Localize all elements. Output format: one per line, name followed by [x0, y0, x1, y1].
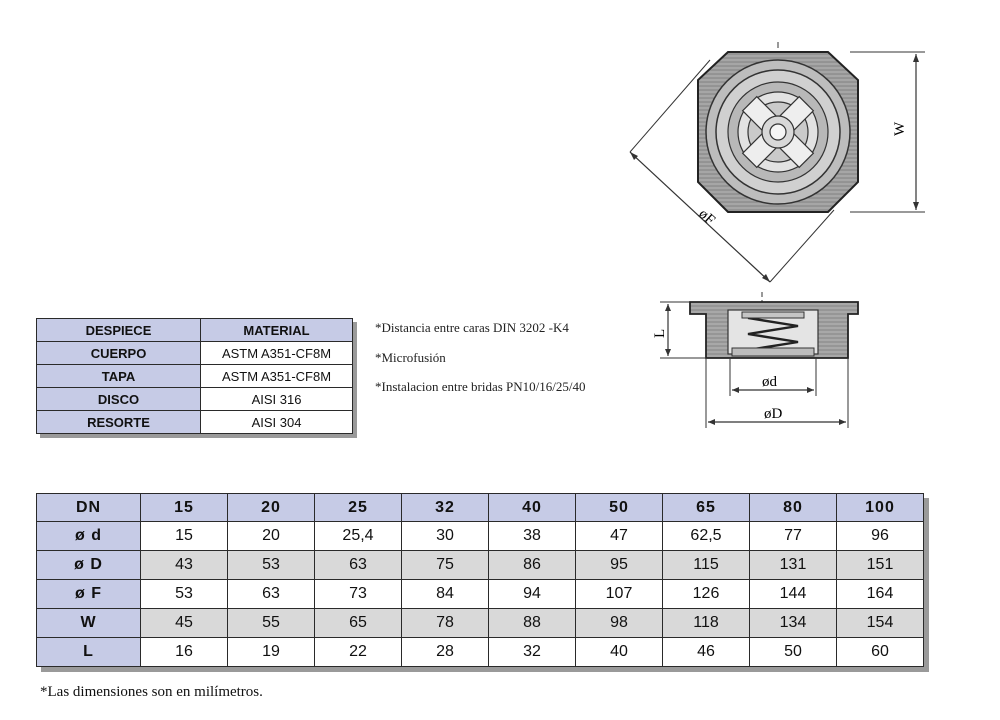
table-cell: 62,5 [662, 521, 750, 551]
table-cell: 30 [401, 521, 489, 551]
dimension-row: ø d 15 20 25,4 30 38 47 62,5 77 96 [36, 521, 924, 551]
dn-size: 65 [662, 493, 750, 522]
dn-size: 15 [140, 493, 228, 522]
part-name: TAPA [36, 364, 201, 388]
table-cell: 50 [749, 637, 837, 667]
dimension-row: L 16 19 22 28 32 40 46 50 60 [36, 637, 924, 667]
spec-notes: *Distancia entre caras DIN 3202 -K4 *Mic… [375, 320, 586, 409]
table-cell: 75 [401, 550, 489, 580]
table-cell: 88 [488, 608, 576, 638]
part-name: RESORTE [36, 410, 201, 434]
part-name: CUERPO [36, 341, 201, 365]
table-cell: 25,4 [314, 521, 402, 551]
table-cell: 65 [314, 608, 402, 638]
table-cell: 96 [836, 521, 924, 551]
part-name: DISCO [36, 387, 201, 411]
dn-size: 50 [575, 493, 663, 522]
parts-row: TAPA ASTM A351-CF8M [36, 364, 353, 388]
side-l-label: L [652, 329, 668, 338]
row-label: ø F [36, 579, 141, 609]
table-cell: 20 [227, 521, 315, 551]
parts-row: DISCO AISI 316 [36, 387, 353, 411]
table-cell: 46 [662, 637, 750, 667]
row-label: ø d [36, 521, 141, 551]
table-cell: 95 [575, 550, 663, 580]
row-label: ø D [36, 550, 141, 580]
dimension-row: ø F 53 63 73 84 94 107 126 144 164 [36, 579, 924, 609]
units-footnote: *Las dimensiones son en milímetros. [40, 684, 263, 700]
parts-table-header: DESPIECE MATERIAL [36, 318, 353, 342]
note-line: *Instalacion entre bridas PN10/16/25/40 [375, 379, 586, 394]
table-cell: 63 [314, 550, 402, 580]
table-cell: 134 [749, 608, 837, 638]
table-cell: 63 [227, 579, 315, 609]
table-cell: 16 [140, 637, 228, 667]
valve-side-view-drawing: L ød øD [652, 292, 859, 428]
table-cell: 144 [749, 579, 837, 609]
dimension-table: DN 15 20 25 32 40 50 65 80 100 ø d 15 20… [36, 493, 924, 667]
dimension-table-header: DN 15 20 25 32 40 50 65 80 100 [36, 493, 924, 522]
valve-top-view-drawing: W øF [629, 42, 925, 283]
table-cell: 19 [227, 637, 315, 667]
table-cell: 107 [575, 579, 663, 609]
table-cell: 77 [749, 521, 837, 551]
table-cell: 98 [575, 608, 663, 638]
parts-header-part: DESPIECE [36, 318, 201, 342]
dn-size: 25 [314, 493, 402, 522]
table-cell: 126 [662, 579, 750, 609]
part-material: AISI 304 [200, 410, 353, 434]
table-cell: 151 [836, 550, 924, 580]
table-cell: 94 [488, 579, 576, 609]
table-cell: 164 [836, 579, 924, 609]
part-material: AISI 316 [200, 387, 353, 411]
dimension-row: ø D 43 53 63 75 86 95 115 131 151 [36, 550, 924, 580]
table-cell: 55 [227, 608, 315, 638]
table-cell: 154 [836, 608, 924, 638]
table-cell: 53 [140, 579, 228, 609]
table-cell: 43 [140, 550, 228, 580]
side-d-small-label: ød [762, 374, 778, 390]
table-cell: 60 [836, 637, 924, 667]
dn-size: 40 [488, 493, 576, 522]
dn-header: DN [36, 493, 141, 522]
table-cell: 115 [662, 550, 750, 580]
table-cell: 78 [401, 608, 489, 638]
parts-table: DESPIECE MATERIAL CUERPO ASTM A351-CF8M … [36, 318, 353, 434]
dn-size: 20 [227, 493, 315, 522]
table-cell: 86 [488, 550, 576, 580]
row-label: L [36, 637, 141, 667]
parts-row: RESORTE AISI 304 [36, 410, 353, 434]
dn-size: 32 [401, 493, 489, 522]
table-cell: 28 [401, 637, 489, 667]
table-cell: 84 [401, 579, 489, 609]
note-line: *Distancia entre caras DIN 3202 -K4 [375, 320, 569, 335]
top-w-label: W [892, 121, 908, 136]
dn-size: 100 [836, 493, 924, 522]
table-cell: 131 [749, 550, 837, 580]
table-cell: 40 [575, 637, 663, 667]
parts-row: CUERPO ASTM A351-CF8M [36, 341, 353, 365]
parts-header-material: MATERIAL [200, 318, 353, 342]
row-label: W [36, 608, 141, 638]
table-cell: 47 [575, 521, 663, 551]
top-f-label: øF [695, 206, 717, 228]
table-cell: 15 [140, 521, 228, 551]
table-cell: 45 [140, 608, 228, 638]
table-cell: 22 [314, 637, 402, 667]
note-line: *Microfusión [375, 349, 446, 365]
table-cell: 53 [227, 550, 315, 580]
table-cell: 38 [488, 521, 576, 551]
table-cell: 32 [488, 637, 576, 667]
part-material: ASTM A351-CF8M [200, 341, 353, 365]
dimension-row: W 45 55 65 78 88 98 118 134 154 [36, 608, 924, 638]
side-d-large-label: øD [764, 406, 783, 422]
dn-size: 80 [749, 493, 837, 522]
table-cell: 118 [662, 608, 750, 638]
part-material: ASTM A351-CF8M [200, 364, 353, 388]
table-cell: 73 [314, 579, 402, 609]
